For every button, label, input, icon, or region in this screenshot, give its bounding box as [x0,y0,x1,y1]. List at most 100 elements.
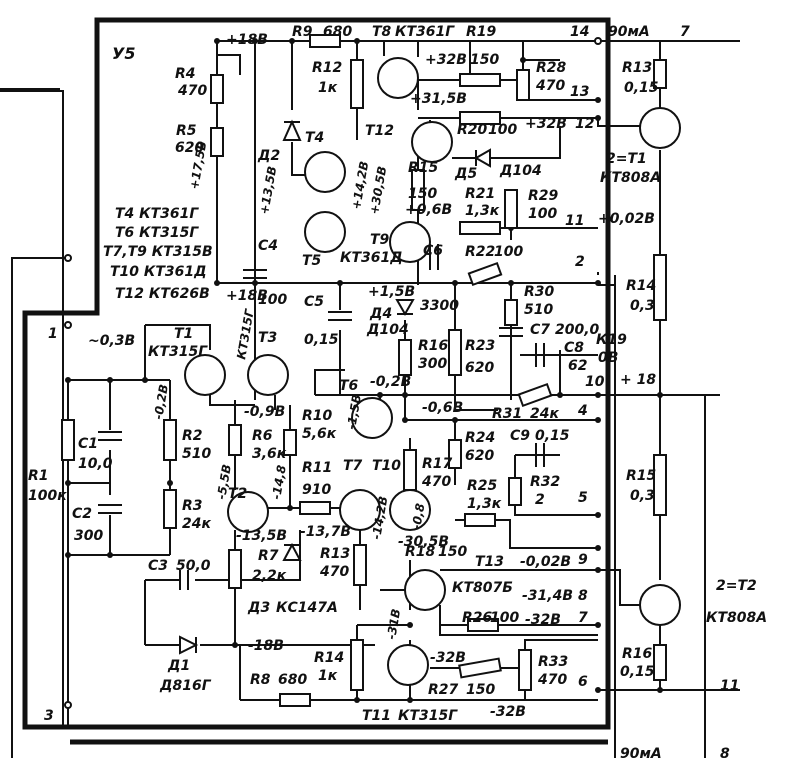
voltage-label: +0,6В [405,202,452,218]
resistor-value: 1к [318,80,338,96]
resistor-value: 100 [488,122,517,138]
resistor-ref: R17 [422,456,453,472]
voltage-label: -32В [490,704,526,720]
voltage-label: -5,5В [214,463,234,500]
resistor-ref: R8 [250,672,271,688]
voltage-label: ~0,3В [88,333,135,349]
diode-bodies [179,119,491,655]
transistor-ref: T9 [370,232,390,248]
resistor-ref: R16 [418,338,449,354]
capacitor-value: 10,0 [78,456,113,472]
resistor-ref: R11 [302,460,332,476]
voltage-label: -13,7В [300,524,351,540]
transistor-bodies [184,57,681,686]
resistor-ref: R6 [252,428,273,444]
voltage-label: -30,5В [398,534,449,550]
transistor-ref: T11 [362,708,391,724]
resistor-ref: R28 [536,60,567,76]
capacitor-ref: C5 [304,294,324,310]
resistor-ref: R26 [462,610,493,626]
capacitor-ref: C4 [258,238,278,254]
resistor-value: 0,15 [624,80,659,96]
terminal-label: 10 [585,374,605,390]
resistor-value: 470 [535,78,565,94]
resistor-ref: R31 [492,406,522,422]
voltage-label: -14,8 [269,464,289,500]
diode-ref: Д1 [167,658,190,674]
module-label: У5 [112,44,135,63]
capacitor-value: 0,15 [304,332,339,348]
capacitor-value: 50,0 [176,558,211,574]
capacitor-value: 3300 [420,298,459,314]
transistor-type: КТ315Г [398,708,458,724]
voltage-label: +1,5В [368,284,415,300]
legend-line: T6 КТ315Г [115,225,199,241]
diode-type: Д816Г [159,678,212,694]
terminal-label: 4 [577,403,588,419]
transistor-type: КТ315Г [148,344,208,360]
resistor-ref: R13 [320,546,350,562]
resistor-value: 470 [421,474,451,490]
resistor-value: 2 [535,492,545,508]
transistor-ref: T12 [365,123,394,139]
transistor-type: КТ361Г [395,24,455,40]
resistor-ref: R14 [626,278,656,294]
transistor-ref: T10 [372,458,401,474]
resistor-ref: R29 [528,188,559,204]
voltage-label: +18В [226,32,268,48]
voltage-label: -0,8 [409,502,427,530]
capacitor-ref: C3 [148,558,168,574]
legend-line: T4 КТ361Г [115,206,199,222]
resistor-value: 0,3 [630,488,655,504]
resistor-value: 24к [530,406,559,422]
resistor-value: 100 [494,244,523,260]
terminal-label: 11 [565,213,584,229]
wiring [67,40,740,758]
voltage-label: -31В [384,608,403,641]
terminal-label: 13 [570,84,589,100]
terminal-markers [64,37,602,709]
resistor-ref: R4 [175,66,196,82]
diode-type: КС147А [276,600,338,616]
resistor-value: 150 [470,52,499,68]
resistor-value: 620 [465,360,494,376]
k19-value: 0В [598,350,618,366]
resistor-ref: R14 [314,650,344,666]
voltage-label: +18В [226,288,268,304]
transistor-ref: T2 [228,486,247,502]
module-border [22,17,611,730]
voltage-label: +32В [425,52,467,68]
voltage-label: -32В [525,612,561,628]
resistor-ref: R9 [292,24,313,40]
resistor-value: 2,2к [252,568,287,584]
capacitor-ref: C2 [72,506,92,522]
capacitor-value: 200,0 [555,322,600,338]
capacitor-ref: C8 [564,340,584,356]
resistor-ref: R22 [465,244,495,260]
resistor-ref: R1 [28,468,49,484]
voltage-label: +31,5В [410,91,467,107]
transistor-ref: T13 [475,554,504,570]
resistor-ref: R32 [530,474,560,490]
transistor-ref: T4 [305,130,324,146]
resistor-ref: R33 [538,654,568,670]
transistor-ref: T8 [372,24,392,40]
capacitor-value: 62 [568,358,587,374]
transistor-type: КТ361Д [340,250,403,266]
transistor-ref: T1 [174,326,193,342]
diode-ref: Д2 [257,148,280,164]
resistor-ref: R21 [465,186,495,202]
resistor-ref: R13 [622,60,652,76]
resistor-value: 5,6к [302,426,337,442]
legend-line: T12 КТ626В [115,286,210,302]
capacitor-value: 300 [74,528,103,544]
voltage-label: +0,02В [598,211,655,227]
resistor-ref: R30 [524,284,555,300]
terminal-label: 9 [578,552,588,568]
resistor-value: 620 [175,140,204,156]
voltage-label: + 18 [620,372,656,388]
voltage-label: -0,6В [422,400,463,416]
resistor-value: 100к [28,488,67,504]
current-label: 90мА [608,24,650,40]
